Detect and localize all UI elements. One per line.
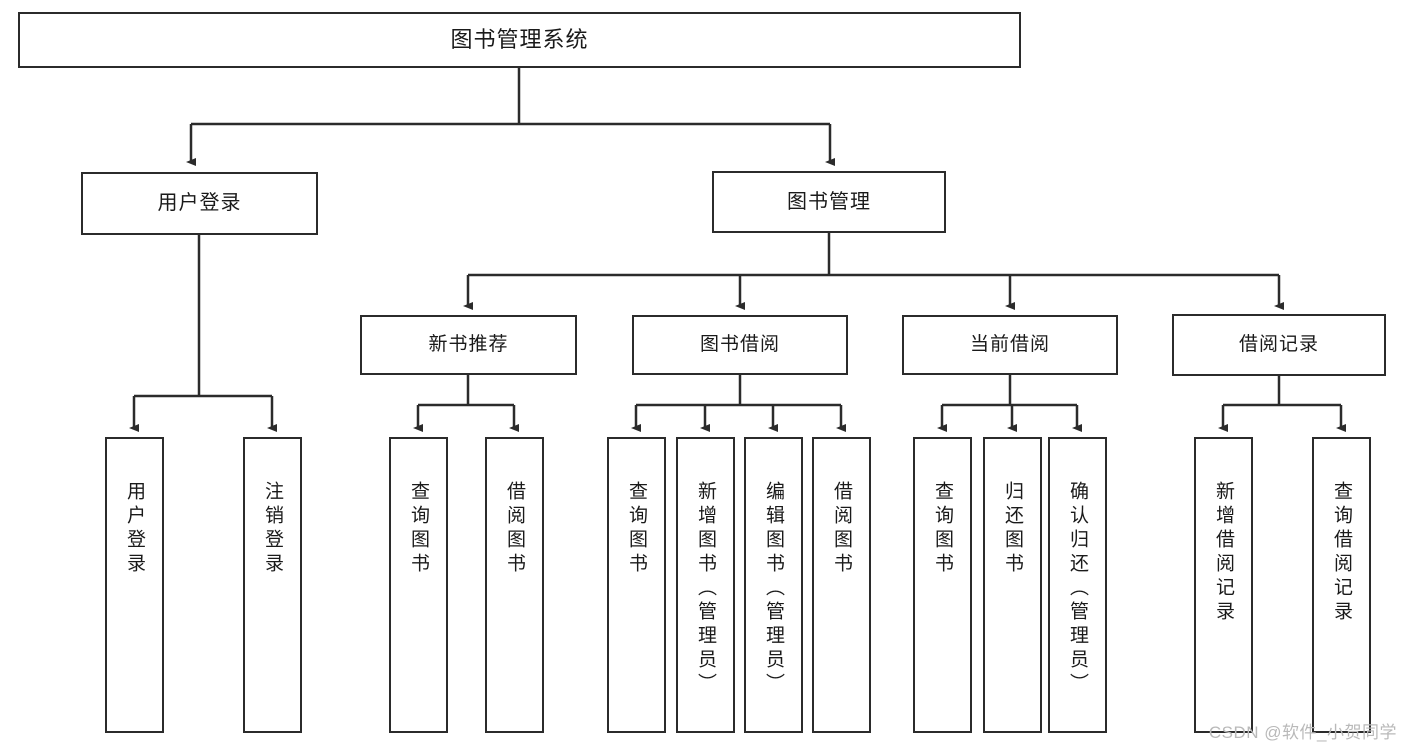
watermark-text: CSDN @软件_小贺同学 <box>1208 723 1397 742</box>
node-root-book-management-system[interactable]: 图书管理系统 <box>18 12 1021 68</box>
leaf-borrow-record-query-record[interactable]: 查询借阅记录 <box>1312 437 1371 733</box>
node-current-borrowing[interactable]: 当前借阅 <box>902 315 1118 375</box>
node-label: 注销登录 <box>262 481 283 577</box>
node-label: 借阅图书 <box>831 481 852 577</box>
node-label: 查询借阅记录 <box>1331 481 1352 625</box>
node-user-login[interactable]: 用户登录 <box>81 172 318 235</box>
leaf-current-borrow-confirm-return-admin[interactable]: 确认归还（管理员） <box>1048 437 1107 733</box>
node-label: 当前借阅 <box>969 334 1050 356</box>
node-label: 查询图书 <box>932 481 953 577</box>
leaf-book-borrow-add-book-admin[interactable]: 新增图书（管理员） <box>676 437 735 733</box>
node-label: 编辑图书（管理员） <box>763 481 784 697</box>
node-label: 借阅记录 <box>1238 334 1319 356</box>
node-label: 查询图书 <box>408 481 429 577</box>
node-label: 新增图书（管理员） <box>695 481 716 697</box>
node-new-book-recommendation[interactable]: 新书推荐 <box>360 315 577 375</box>
leaf-book-borrow-borrow-books[interactable]: 借阅图书 <box>812 437 871 733</box>
leaf-borrow-record-add-record[interactable]: 新增借阅记录 <box>1194 437 1253 733</box>
node-label: 新书推荐 <box>428 334 509 356</box>
node-label: 图书管理 <box>787 190 871 213</box>
leaf-user-login-login[interactable]: 用户登录 <box>105 437 164 733</box>
node-label: 确认归还（管理员） <box>1067 481 1088 697</box>
leaf-book-borrow-query-books[interactable]: 查询图书 <box>607 437 666 733</box>
leaf-current-borrow-return-books[interactable]: 归还图书 <box>983 437 1042 733</box>
node-label: 新增借阅记录 <box>1213 481 1234 625</box>
leaf-book-borrow-edit-book-admin[interactable]: 编辑图书（管理员） <box>744 437 803 733</box>
node-book-borrowing[interactable]: 图书借阅 <box>632 315 848 375</box>
leaf-new-book-borrow-books[interactable]: 借阅图书 <box>485 437 544 733</box>
leaf-current-borrow-query-books[interactable]: 查询图书 <box>913 437 972 733</box>
leaf-new-book-query-books[interactable]: 查询图书 <box>389 437 448 733</box>
node-label: 用户登录 <box>157 192 242 214</box>
node-label: 归还图书 <box>1002 481 1023 577</box>
node-label: 借阅图书 <box>504 481 525 577</box>
node-label: 图书借阅 <box>699 334 780 356</box>
node-book-management[interactable]: 图书管理 <box>712 171 946 233</box>
node-label: 查询图书 <box>626 481 647 577</box>
node-label: 用户登录 <box>124 481 145 577</box>
node-label: 图书管理系统 <box>450 27 589 53</box>
node-borrowing-record[interactable]: 借阅记录 <box>1172 314 1386 376</box>
leaf-user-login-logout[interactable]: 注销登录 <box>243 437 302 733</box>
